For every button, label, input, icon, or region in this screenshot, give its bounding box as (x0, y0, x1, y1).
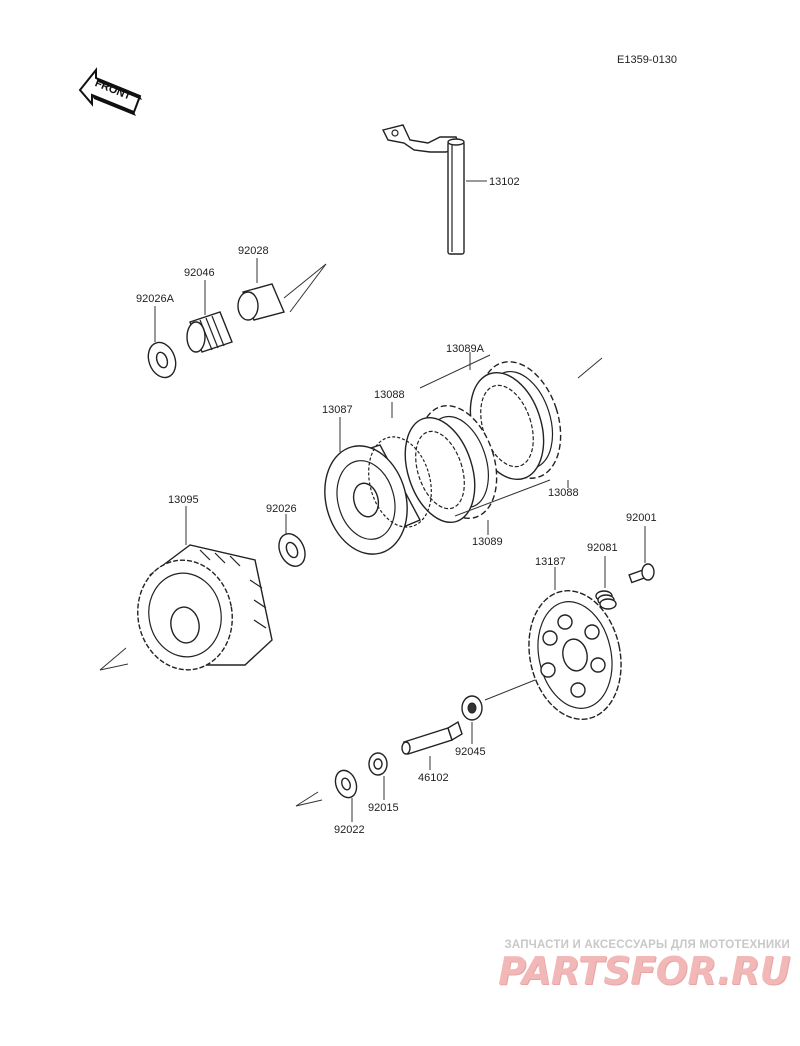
front-arrow-icon: FRONT (78, 67, 142, 116)
part-92028-sleeve (237, 258, 327, 321)
part-label-13088-upper: 13088 (374, 389, 405, 401)
part-label-13102: 13102 (489, 176, 520, 188)
part-92081-spring (595, 556, 617, 610)
part-label-13089a: 13089A (446, 343, 485, 355)
part-label-13187: 13187 (535, 556, 566, 568)
watermark-brand: PARTSFOR.RU (498, 949, 790, 993)
part-13087-clutch-hub (324, 417, 432, 555)
part-label-92022: 92022 (334, 824, 365, 836)
part-92046-needle-bearing (186, 280, 233, 353)
diagram-code: E1359-0130 (617, 54, 677, 66)
part-92001-bolt (628, 526, 655, 584)
part-label-13095: 13095 (168, 494, 199, 506)
part-label-92081: 92081 (587, 542, 618, 554)
part-label-13087: 13087 (322, 404, 353, 416)
part-92026-washer (278, 514, 306, 567)
part-13187-pressure-plate (484, 567, 622, 720)
part-label-92001: 92001 (626, 512, 657, 524)
part-label-92045: 92045 (455, 746, 486, 758)
part-label-13089: 13089 (472, 536, 503, 548)
part-label-92046: 92046 (184, 267, 215, 279)
part-92026a-washer (147, 306, 177, 379)
part-label-92028: 92028 (238, 245, 269, 257)
part-label-46102: 46102 (418, 772, 449, 784)
part-13095-clutch-housing (99, 506, 273, 671)
part-label-92026: 92026 (266, 503, 297, 515)
watermark-tagline: ЗАПЧАСТИ И АКСЕССУАРЫ ДЛЯ МОТОТЕХНИКИ (504, 939, 790, 951)
part-label-92026a: 92026A (136, 293, 175, 305)
part-13102-release-shaft (381, 124, 487, 255)
clutch-plates-stack (391, 352, 603, 535)
part-label-13088-lower: 13088 (548, 487, 579, 499)
part-46102-push-rod (401, 720, 463, 770)
part-92015-nut (368, 752, 388, 800)
part-92022-washer (295, 769, 358, 822)
part-label-92015: 92015 (368, 802, 399, 814)
part-92045-bearing (461, 695, 483, 744)
watermark: ЗАПЧАСТИ И АКСЕССУАРЫ ДЛЯ МОТОТЕХНИКИ PA… (460, 939, 790, 991)
